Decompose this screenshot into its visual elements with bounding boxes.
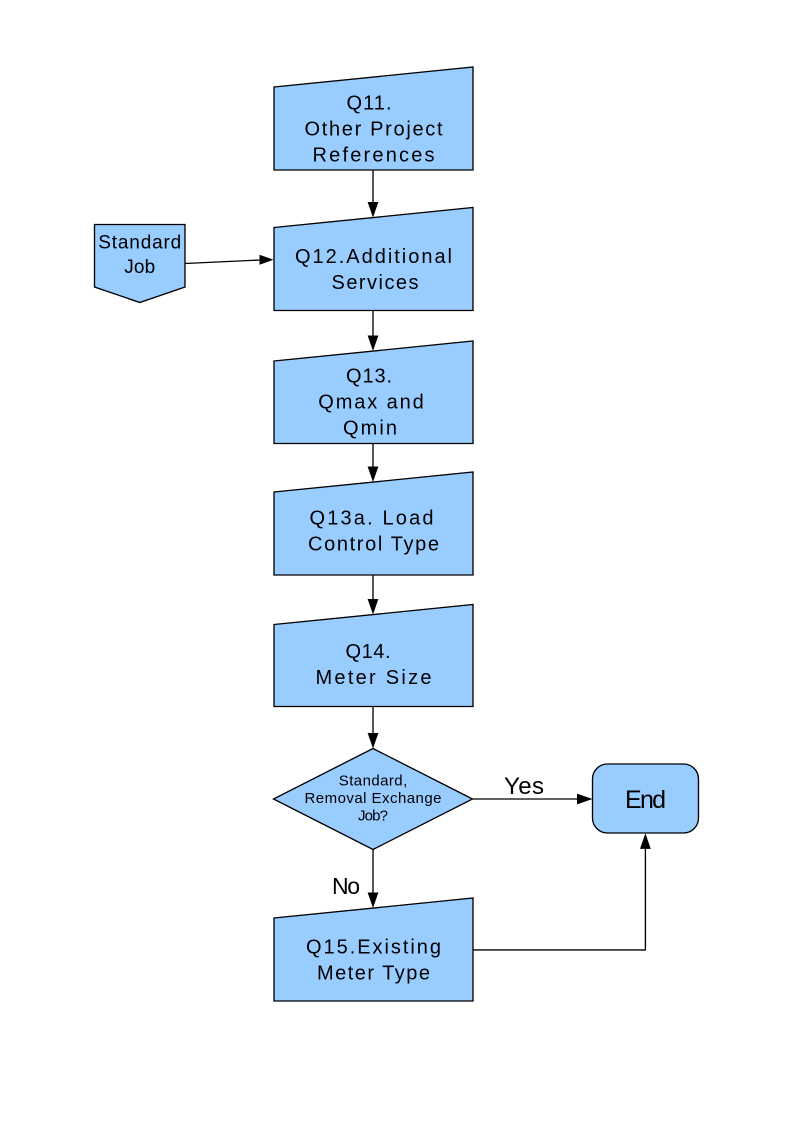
- svg-text:Qmax and: Qmax and: [318, 391, 424, 413]
- svg-text:Services: Services: [332, 272, 419, 294]
- svg-text:Q13.: Q13.: [346, 365, 392, 387]
- svg-text:Q11.: Q11.: [347, 93, 392, 115]
- svg-text:Meter Size: Meter Size: [316, 667, 432, 689]
- svg-text:Removal Exchange: Removal Exchange: [305, 790, 442, 807]
- svg-text:Job: Job: [124, 257, 155, 278]
- svg-text:References: References: [313, 145, 435, 167]
- svg-text:Q15.Existing: Q15.Existing: [306, 937, 441, 959]
- svg-text:Qmin: Qmin: [343, 417, 397, 439]
- svg-text:Q14.: Q14.: [346, 641, 391, 663]
- svg-text:No: No: [332, 873, 360, 899]
- svg-text:Standard: Standard: [98, 233, 181, 254]
- svg-text:End: End: [625, 786, 666, 814]
- svg-text:Job?: Job?: [358, 807, 388, 824]
- svg-text:Meter Type: Meter Type: [317, 963, 430, 985]
- svg-text:Other Project: Other Project: [305, 119, 443, 141]
- svg-text:Control Type: Control Type: [308, 534, 439, 556]
- svg-text:Standard,: Standard,: [339, 772, 408, 789]
- svg-text:Q13a. Load: Q13a. Load: [310, 508, 434, 530]
- svg-text:Yes: Yes: [504, 773, 544, 800]
